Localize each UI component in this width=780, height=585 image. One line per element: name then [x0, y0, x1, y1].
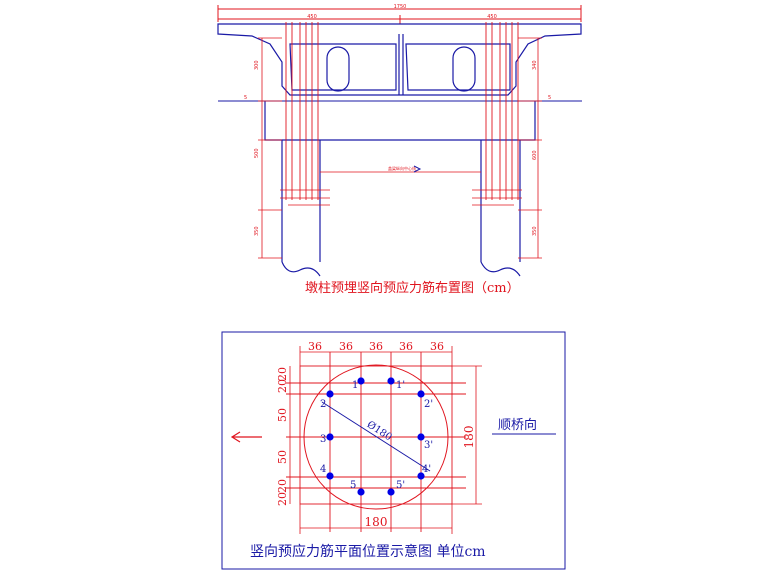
tendon-dot — [326, 390, 334, 398]
diameter-line — [321, 401, 431, 472]
dim-right-b: 600 — [532, 150, 538, 160]
direction-label: 顺桥向 — [498, 417, 537, 433]
dim-right-c: 350 — [532, 226, 538, 236]
center-arrow-icon — [413, 165, 422, 173]
tendons-left — [285, 22, 319, 200]
center-note: 盖梁纵向中心线 — [388, 165, 416, 171]
tendon-label: 4' — [422, 464, 431, 475]
dim-top-1: 36 — [308, 340, 322, 353]
dim-right: 180 — [462, 426, 476, 449]
tendon-label: 2' — [424, 399, 433, 410]
plan-grid — [286, 352, 466, 532]
dim-left-1: 20 — [276, 379, 289, 393]
right-dimension-chain — [472, 37, 542, 259]
elevation-caption: 墩柱预埋竖向预应力筋布置图（cm） — [305, 280, 520, 296]
dim-top-4: 36 — [399, 340, 413, 353]
top-dimension-lines — [217, 5, 582, 24]
plan-top-dims — [299, 346, 453, 366]
mark-right: 5 — [548, 95, 551, 101]
dim-top-2: 36 — [339, 340, 353, 353]
plan-frame — [221, 331, 566, 570]
dim-top-5: 36 — [430, 340, 444, 353]
pier-columns — [281, 140, 521, 277]
tendon-label: 5 — [350, 480, 356, 491]
tendon-dot — [326, 433, 334, 441]
dim-left-b: 500 — [254, 148, 260, 158]
dim-left-5: 20 — [276, 492, 289, 506]
dim-left-2: 20 — [276, 367, 289, 381]
dim-left-a: 300 — [254, 60, 260, 70]
tendon-label: 2 — [320, 399, 326, 410]
mark-left: 5 — [244, 95, 247, 101]
plan-right-dim — [452, 365, 482, 505]
pier-section-circle — [303, 364, 449, 510]
dim-top-left: 450 — [307, 14, 317, 20]
tendon-dot — [326, 472, 334, 480]
tendon-dot — [387, 377, 395, 385]
tendon-label: 5' — [396, 480, 405, 491]
tendon-dot — [417, 472, 425, 480]
tendon-dot — [417, 390, 425, 398]
dim-top-right: 450 — [487, 14, 497, 20]
plan-drawing: Ø180 36 36 36 36 36 20 20 50 50 20 20 18… — [221, 331, 566, 570]
plan-bottom-dim — [299, 504, 453, 534]
tendon-label: 1 — [352, 380, 358, 391]
cap-beam — [264, 101, 536, 141]
tendon-label: 3 — [320, 434, 326, 445]
tendon-dot — [357, 488, 365, 496]
tendon-label: 3' — [424, 440, 433, 451]
dim-bottom: 180 — [365, 515, 388, 529]
tendon-dot — [387, 488, 395, 496]
dim-left-3: 50 — [276, 408, 289, 422]
tendons-right — [485, 22, 519, 200]
tendon-dot — [357, 377, 365, 385]
dim-top-total: 1750 — [394, 4, 407, 10]
box-girder — [217, 23, 582, 96]
tendon-label: 1' — [396, 380, 405, 391]
tendon-dots — [326, 377, 425, 496]
left-dimension-chain — [258, 37, 330, 259]
dim-left-4: 50 — [276, 450, 289, 464]
tendon-dot — [417, 433, 425, 441]
dim-right-a: 340 — [532, 60, 538, 70]
plan-caption: 竖向预应力筋平面位置示意图 单位cm — [250, 543, 486, 560]
tendon-label: 4 — [320, 464, 326, 475]
dim-left-c: 350 — [254, 226, 260, 236]
elevation-drawing: 1750 450 450 5 5 — [217, 4, 582, 296]
dim-left-6: 20 — [276, 479, 289, 493]
arrow-left-icon — [230, 431, 262, 443]
dim-top-3: 36 — [369, 340, 383, 353]
diameter-label: Ø180 — [365, 419, 394, 443]
